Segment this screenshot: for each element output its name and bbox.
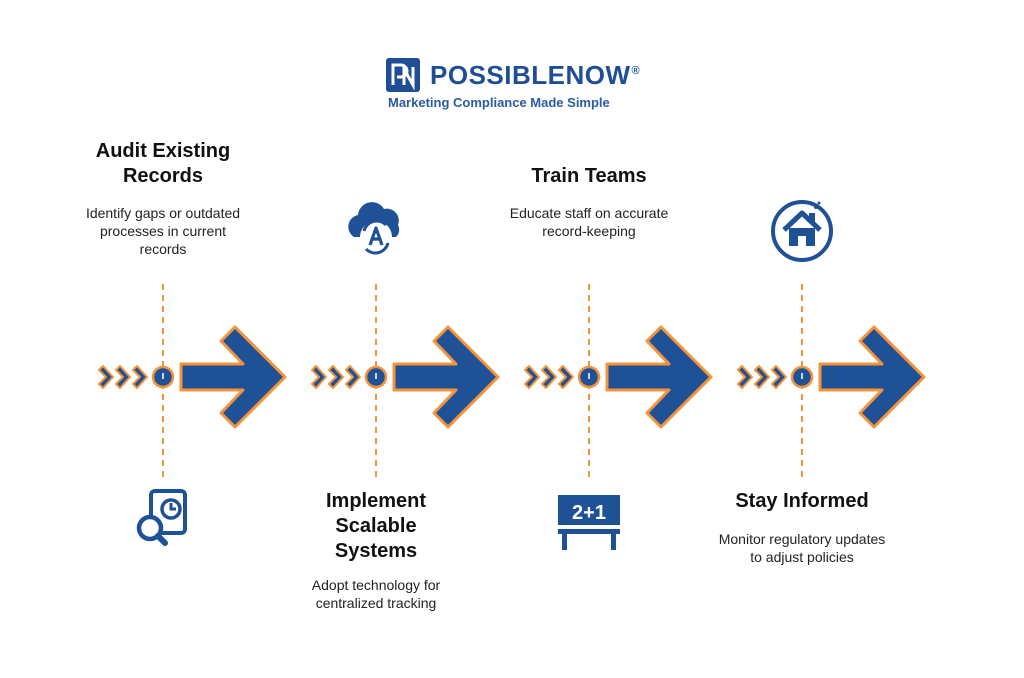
step-title: Audit Existing Records [95,140,231,187]
chevron-icon [541,365,557,389]
big-arrow-icon [179,325,287,429]
chevron-icon [311,365,327,389]
step-title: Implement Scalable Systems [325,490,427,562]
chevron-icon [132,365,148,389]
chevron-icon [524,365,540,389]
board-text: 2+1 [572,502,606,524]
search-document-icon [136,489,187,546]
big-arrow-icon [818,325,926,429]
chevron-icon [98,365,114,389]
brand-logo-icon [386,58,420,92]
step-description: Adopt technology for centralized trackin… [311,577,441,611]
step-4-graphic [737,200,926,478]
step-description: Identify gaps or outdated processes in c… [85,205,241,257]
chevron-icon [345,365,361,389]
chevron-icon [771,365,787,389]
chevron-icon [115,365,131,389]
brand-header: POSSIBLENOW® [386,58,640,92]
step-description: Educate staff on accurate record-keeping [509,205,669,239]
brand-name: POSSIBLENOW® [430,59,641,90]
step-title: Stay Informed [735,490,869,512]
classroom-board-icon: 2+1 [558,495,620,550]
chevron-icon [737,365,753,389]
step-title: Train Teams [531,165,647,187]
step-2-graphic [311,202,500,478]
house-icon [771,200,833,262]
step-description: Monitor regulatory updates to adjust pol… [718,531,886,565]
chevron-icon [558,365,574,389]
cloud-sync-icon [348,202,400,255]
step-1-graphic [98,284,287,546]
big-arrow-icon [392,325,500,429]
step-3-graphic: 2+1 [524,284,713,550]
chevron-icon [754,365,770,389]
chevron-icon [328,365,344,389]
big-arrow-icon [605,325,713,429]
brand-tagline: Marketing Compliance Made Simple [388,95,610,110]
